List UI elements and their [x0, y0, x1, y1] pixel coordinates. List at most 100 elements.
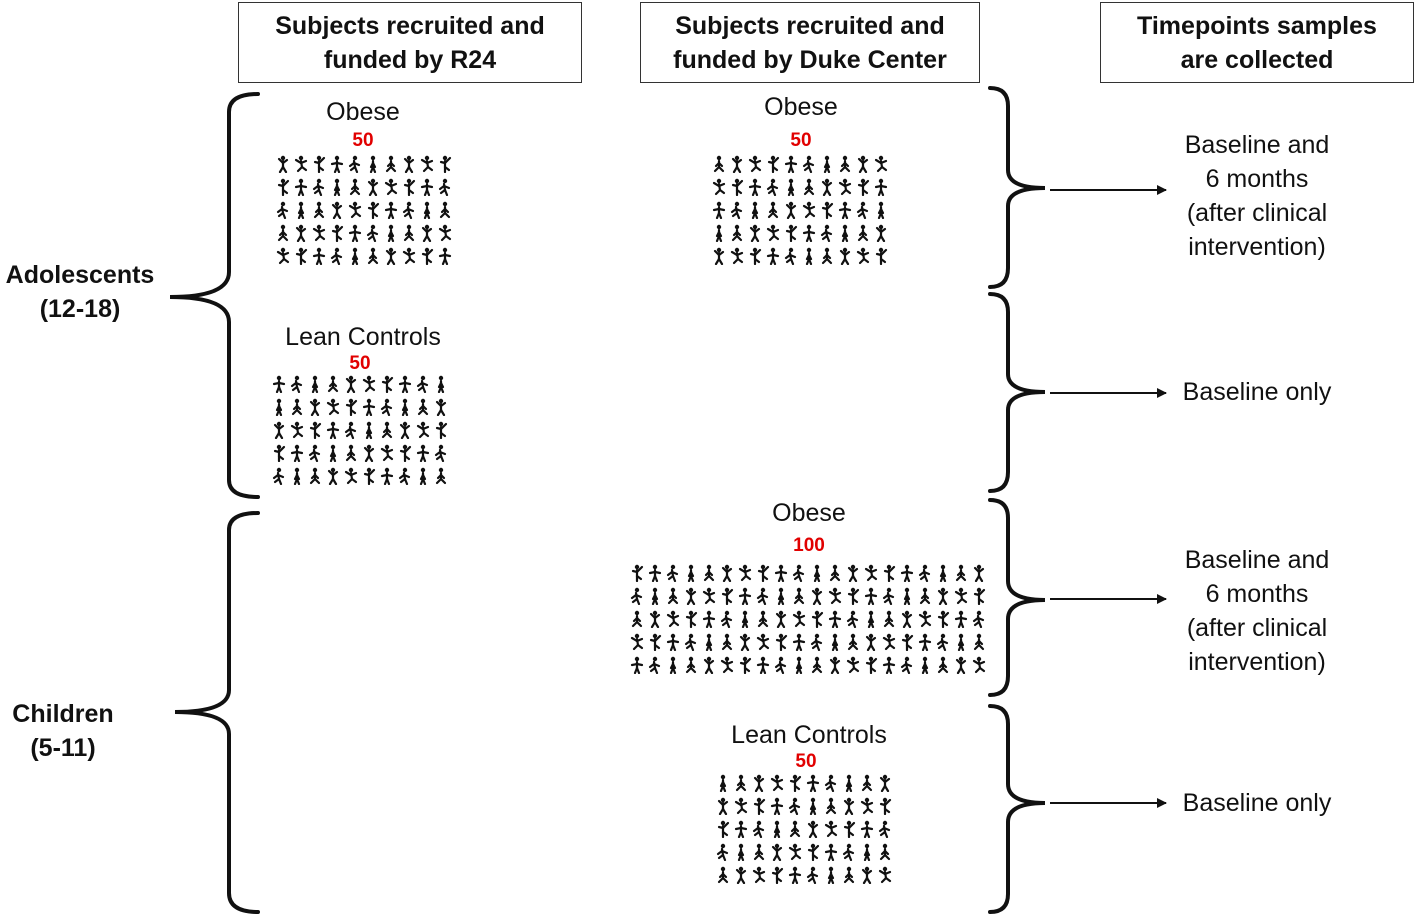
header-r24: Subjects recruited and funded by R24 [238, 2, 582, 83]
person-icon [777, 587, 785, 605]
person-icon [753, 774, 765, 792]
person-icon [972, 610, 985, 628]
person-icon [807, 843, 820, 861]
person-icon [313, 155, 326, 173]
person-icon [918, 610, 932, 628]
person-icon [863, 843, 871, 861]
person-icon [333, 178, 341, 196]
person-icon [380, 444, 394, 462]
person-icon [631, 564, 644, 582]
person-icon [666, 564, 679, 582]
person-icon [309, 398, 321, 416]
children-label: Children (5-11) [0, 697, 126, 765]
person-icon [277, 224, 289, 242]
person-icon [756, 633, 770, 651]
person-icon [752, 820, 765, 838]
person-icon [856, 201, 869, 219]
person-icon [757, 610, 769, 628]
person-icon [276, 247, 290, 265]
person-icon [921, 656, 929, 674]
brace-adol-obese [988, 86, 1046, 289]
person-icon [901, 610, 913, 628]
person-icon [857, 178, 870, 196]
person-icon [839, 155, 851, 173]
duke-adol-obese-title: Obese [764, 93, 838, 121]
person-icon [882, 633, 896, 651]
person-icon [669, 656, 677, 674]
person-icon [348, 155, 361, 173]
adolescents-name: Adolescents [5, 261, 155, 289]
person-icon [712, 201, 726, 219]
person-icon [785, 224, 798, 242]
person-icon [901, 633, 914, 651]
person-icon [717, 820, 730, 838]
person-icon [756, 587, 769, 605]
person-icon [329, 444, 337, 462]
person-icon [874, 178, 888, 196]
duke-child-lean-count: 50 [795, 751, 817, 772]
person-icon [861, 866, 873, 884]
person-icon [839, 247, 851, 265]
person-icon [423, 201, 431, 219]
person-icon [878, 866, 892, 884]
person-icon [825, 797, 837, 815]
person-icon [276, 201, 289, 219]
person-icon [715, 224, 723, 242]
person-icon [399, 421, 411, 439]
person-icon [875, 247, 888, 265]
person-icon [435, 467, 447, 485]
person-icon [439, 155, 452, 173]
person-icon [788, 797, 801, 815]
person-icon [630, 633, 644, 651]
person-icon [773, 820, 781, 838]
person-icon [365, 421, 373, 439]
person-icon [326, 398, 340, 416]
person-icon [775, 610, 787, 628]
person-icon [792, 633, 806, 651]
person-icon [290, 444, 304, 462]
person-icon [349, 178, 361, 196]
person-icon [737, 843, 745, 861]
person-icon [290, 375, 303, 393]
person-icon [295, 224, 307, 242]
person-icon [807, 820, 819, 838]
person-icon [309, 421, 322, 439]
person-icon [838, 201, 852, 219]
r24-adol-lean-title: Lean Controls [285, 323, 441, 351]
person-icon [297, 201, 305, 219]
person-icon [756, 656, 770, 674]
person-icon [294, 155, 308, 173]
person-icon [784, 155, 798, 173]
person-icon [785, 201, 797, 219]
duke-child-lean-title: Lean Controls [731, 721, 887, 749]
person-icon [811, 610, 824, 628]
person-icon [918, 633, 932, 651]
person-icon [403, 155, 415, 173]
person-icon [720, 610, 733, 628]
person-icon [838, 178, 852, 196]
person-icon [865, 633, 877, 651]
person-icon [362, 375, 376, 393]
person-icon [344, 421, 357, 439]
person-icon [846, 610, 859, 628]
person-icon [437, 375, 445, 393]
person-icon [667, 587, 679, 605]
person-icon [273, 421, 285, 439]
duke-child-obese-count: 100 [793, 535, 825, 556]
person-icon [882, 587, 895, 605]
person-icon [882, 656, 896, 674]
person-icon [766, 224, 780, 242]
person-icon [345, 375, 357, 393]
person-icon [937, 610, 950, 628]
person-icon [313, 201, 325, 219]
person-icon [936, 633, 949, 651]
person-icon [810, 633, 823, 651]
person-icon [731, 178, 744, 196]
person-icon [877, 201, 885, 219]
person-icon [738, 587, 752, 605]
person-icon [841, 224, 849, 242]
brace-child-obese [988, 498, 1046, 697]
person-icon [311, 375, 319, 393]
person-icon [789, 774, 802, 792]
person-icon [435, 421, 448, 439]
